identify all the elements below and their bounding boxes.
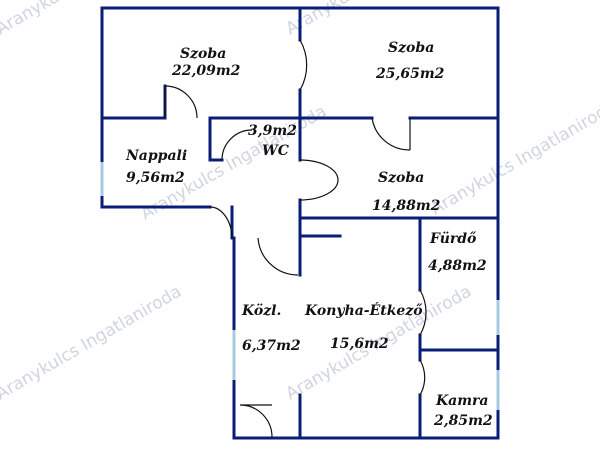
- room-nappali-name: Nappali: [125, 148, 187, 164]
- door-entrance: [239, 404, 273, 438]
- room-kamra-name: Kamra: [435, 393, 489, 409]
- door-furdo: [419, 289, 427, 336]
- room-labels: Szoba 22,09m2 Szoba 25,65m2 3,9m2 WC Nap…: [125, 40, 493, 429]
- doors: [164, 39, 427, 438]
- door-szoba-2: [299, 39, 308, 91]
- room-kozl-area: 6,37m2: [242, 338, 301, 354]
- door-szoba-3: [299, 159, 339, 201]
- door-nappali: [209, 206, 233, 239]
- door-szoba-1: [164, 85, 198, 119]
- door-wc: [221, 129, 253, 161]
- door-szoba-2-bottom: [371, 117, 411, 151]
- door-hallway: [257, 237, 299, 276]
- room-wc-name: WC: [262, 143, 289, 159]
- room-szoba-1-area: 22,09m2: [171, 63, 241, 79]
- room-szoba-2-area: 25,65m2: [375, 66, 445, 82]
- watermark-bottom-left: Aranykulcs Ingatlaniroda: [0, 282, 185, 405]
- room-wc-area: 3,9m2: [248, 123, 297, 139]
- windows: [100, 162, 500, 410]
- room-konyha-name: Konyha-Étkező: [304, 301, 423, 319]
- room-szoba-1-name: Szoba: [180, 46, 226, 62]
- room-kamra-area: 2,85m2: [433, 413, 493, 429]
- room-furdo-area: 4,88m2: [428, 258, 487, 274]
- door-kamra: [419, 359, 426, 396]
- watermark-middle-right: Aranykulcs Ingatlaniroda: [428, 97, 600, 220]
- room-furdo-name: Fürdő: [429, 231, 477, 247]
- room-szoba-3-area: 14,88m2: [372, 198, 441, 214]
- room-kozl-name: Közl.: [241, 303, 281, 319]
- room-szoba-2-name: Szoba: [388, 40, 434, 56]
- watermark-top-left: Aranykulcs Ingatlaniroda: [0, 0, 185, 39]
- watermark-top-right: Aranykulcs Ingatlaniroda: [283, 0, 476, 39]
- room-nappali-area: 9,56m2: [126, 170, 185, 186]
- room-szoba-3-name: Szoba: [378, 170, 424, 186]
- room-konyha-area: 15,6m2: [330, 336, 389, 352]
